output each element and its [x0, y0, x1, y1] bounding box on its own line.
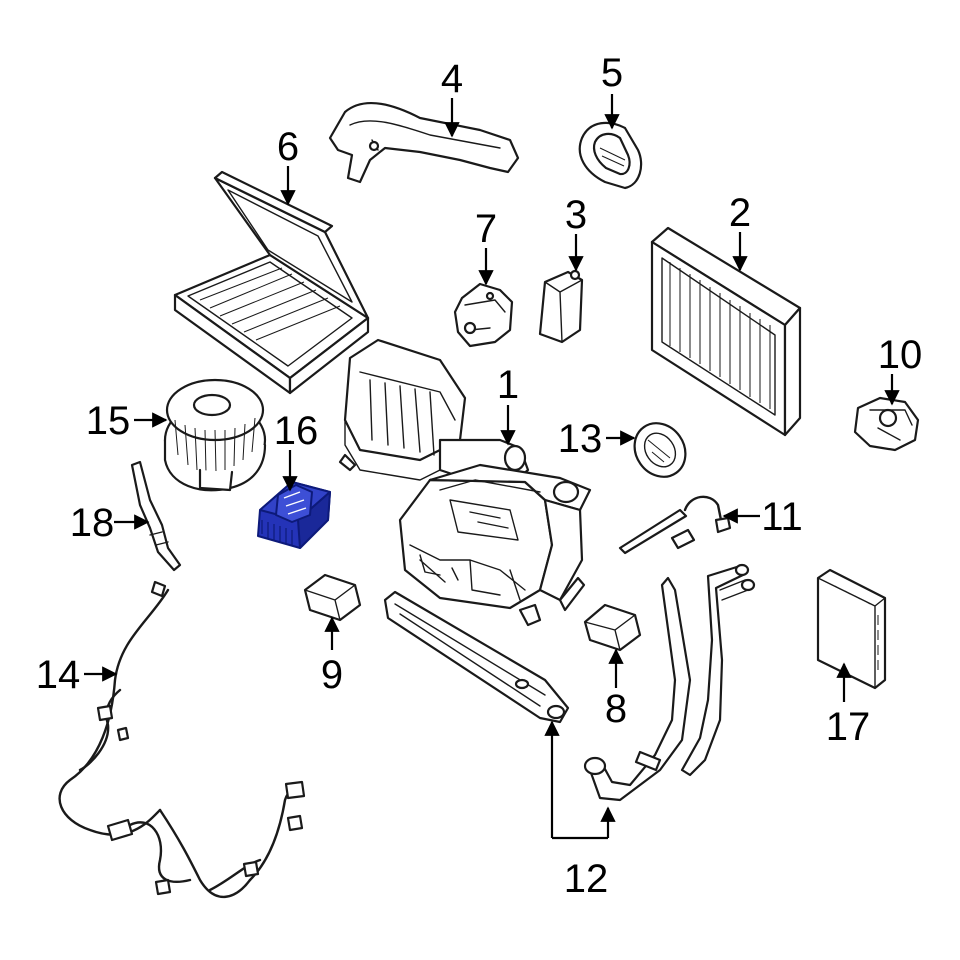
callout-3: 3: [565, 193, 587, 237]
callout-18: 18: [70, 501, 115, 545]
part-13-seal[interactable]: [624, 413, 695, 486]
callout-5: 5: [601, 51, 623, 95]
part-7-actuator[interactable]: [453, 282, 514, 348]
callout-13: 13: [558, 417, 603, 461]
part-16-blower-resistor[interactable]: [257, 481, 331, 549]
callout-12: 12: [564, 857, 609, 901]
leader-lines: [84, 94, 900, 840]
callout-16: 16: [274, 409, 319, 453]
part-9-bracket[interactable]: [303, 573, 362, 622]
part-1-hvac-case[interactable]: [338, 338, 592, 627]
callout-11: 11: [761, 495, 803, 539]
callout-6: 6: [277, 125, 299, 169]
callout-10: 10: [878, 333, 923, 377]
part-10-sensor[interactable]: [853, 396, 920, 452]
part-4-air-duct[interactable]: [328, 101, 520, 184]
callout-8: 8: [605, 687, 627, 731]
part-11-sensor-wire[interactable]: [618, 495, 732, 555]
part-5-seal[interactable]: [578, 121, 643, 190]
part-18-temp-sensor[interactable]: [130, 460, 182, 572]
part-14-wiring-harness[interactable]: [58, 580, 306, 899]
callout-15: 15: [86, 399, 131, 443]
part-12-heater-pipes[interactable]: [583, 563, 756, 802]
callout-17: 17: [826, 705, 871, 749]
part-2-evaporator[interactable]: [650, 226, 802, 437]
callout-9: 9: [321, 653, 343, 697]
callout-1: 1: [497, 363, 519, 407]
callout-14: 14: [36, 653, 81, 697]
callout-2: 2: [729, 191, 751, 235]
part-6-cabin-filter[interactable]: [173, 170, 370, 395]
part-15-blower-motor[interactable]: [163, 378, 267, 492]
callout-7: 7: [475, 207, 497, 251]
callouts: 1 2 3 4 5 6 7 8 9 10 11 12 13 14 15 16 1…: [36, 51, 923, 901]
callout-4: 4: [441, 57, 463, 101]
part-8-bracket[interactable]: [583, 603, 642, 652]
part-3-expansion-valve[interactable]: [538, 269, 584, 344]
part-17-control-module[interactable]: [816, 568, 887, 690]
part-12-drain-trough[interactable]: [383, 590, 570, 724]
